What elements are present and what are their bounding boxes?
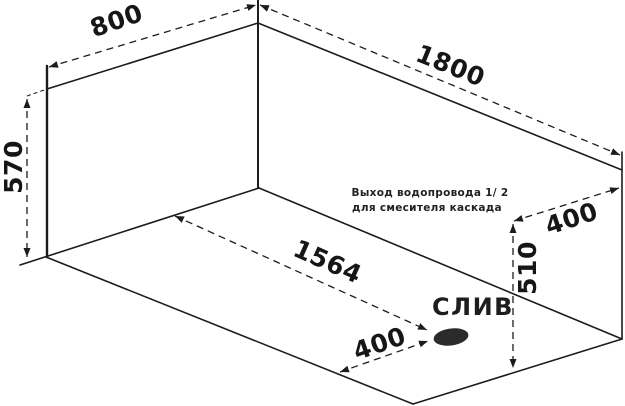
annotation-water-outlet: Выход водопровода 1/ 2 для смесителя кас… [352,187,509,214]
edge-floor-front [45,256,414,405]
tub-wireframe [19,0,623,405]
dimension-lines [23,4,621,373]
drain-hole [433,328,469,346]
drain-label: СЛИВ [432,293,514,321]
edge-floor-right-end [412,338,623,405]
dim-line-400-right-offset [513,187,620,222]
dim-label-570: 570 [0,140,28,194]
dim-label-510: 510 [513,241,542,295]
extension-tick-top-left [26,88,48,97]
dim-label-400-bottom: 400 [349,321,409,366]
drain-group: СЛИВ [432,293,514,346]
edge-wall-bottom-left [19,187,260,266]
dim-line-1564-drain-length [174,215,428,331]
dim-line-400-drain-width [339,340,429,373]
edge-floor-back [258,187,623,340]
dim-line-1800-side-length [259,4,621,156]
dim-label-400-right: 400 [542,196,602,240]
dim-label-800: 800 [86,0,146,43]
edge-rim-left-end [46,22,259,90]
dim-label-1564: 1564 [289,234,366,290]
annotation-line-1: Выход водопровода 1/ 2 [352,187,509,199]
annotation-line-2: для смесителя каскада [352,202,502,214]
dim-line-800-top-width [48,4,257,68]
